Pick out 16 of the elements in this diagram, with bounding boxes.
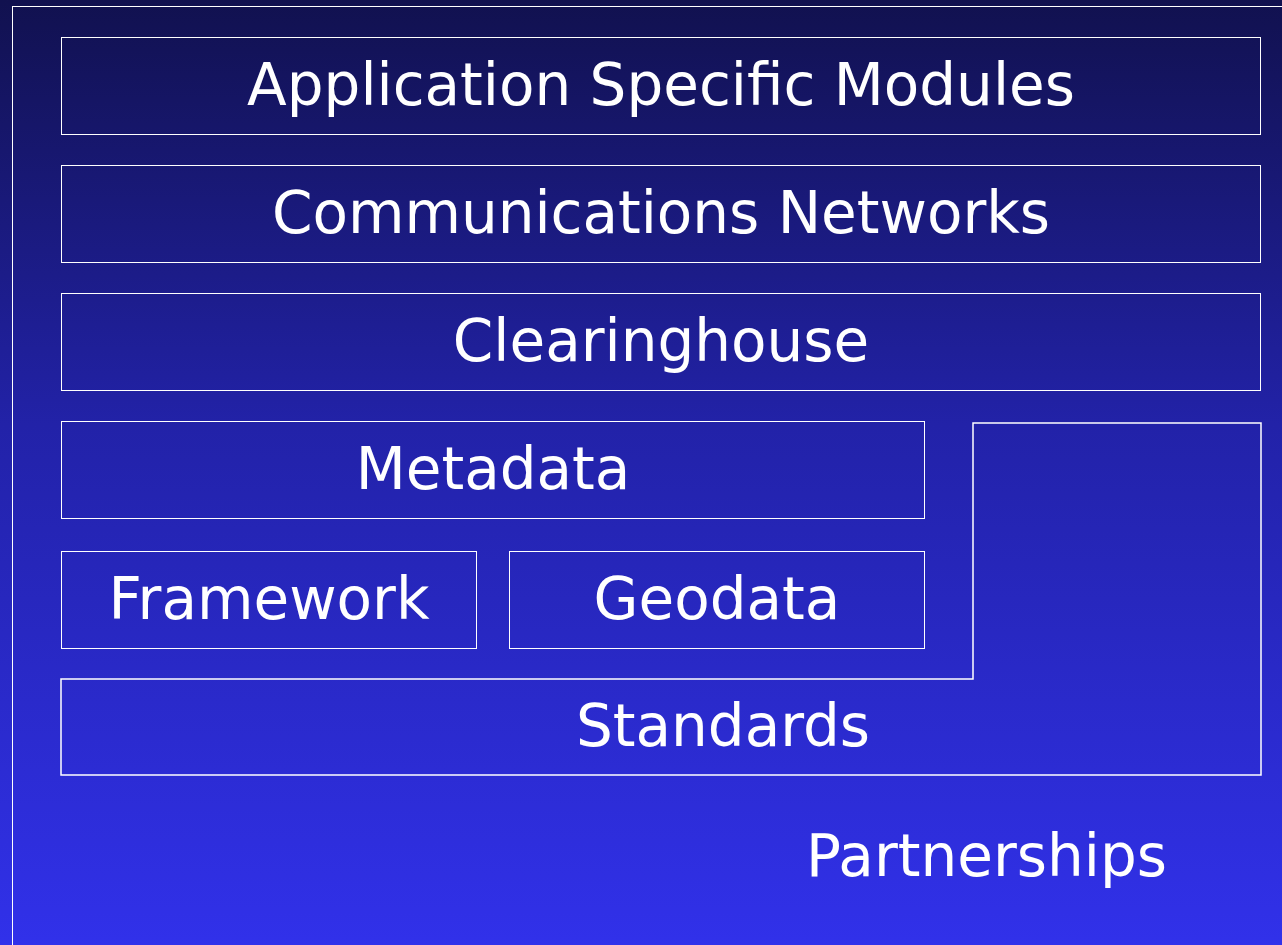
layer-label: Geodata — [593, 568, 841, 632]
layer-box — [61, 37, 1261, 135]
frame-label: Partnerships — [806, 825, 1167, 889]
layer-box — [61, 551, 477, 649]
layer-label: Application Specific Modules — [247, 54, 1075, 118]
outer-frame — [12, 6, 1282, 945]
layer-box — [61, 293, 1261, 391]
layer-label: Communications Networks — [271, 182, 1051, 246]
layer-label: Metadata — [355, 438, 631, 502]
layer-box — [509, 551, 925, 649]
layer-label: Framework — [108, 568, 430, 632]
stepped-layer-box — [61, 423, 1261, 775]
layer-label: Standards — [576, 695, 871, 759]
layer-label: Clearinghouse — [452, 310, 870, 374]
layer-box — [61, 421, 925, 519]
layer-box — [61, 165, 1261, 263]
